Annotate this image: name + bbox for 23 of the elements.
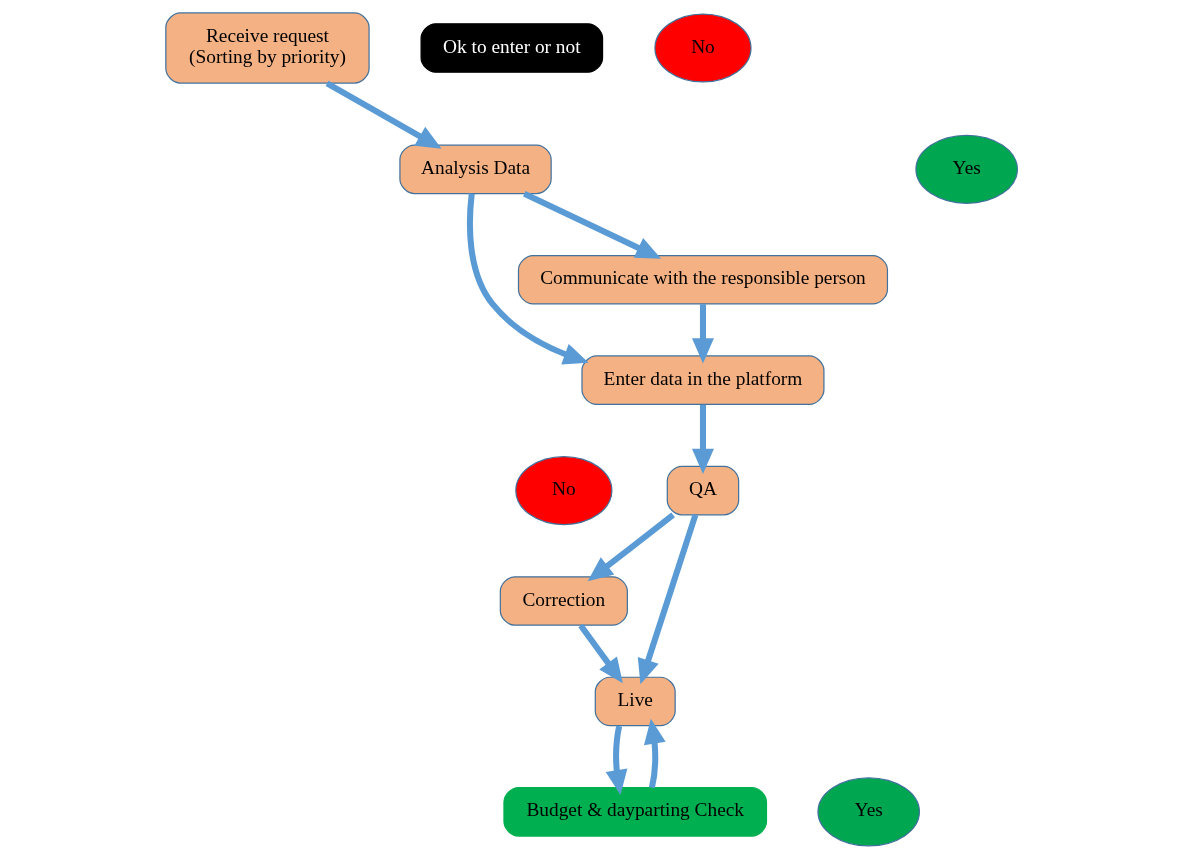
- node-box: Communicate with the responsible person: [517, 254, 888, 305]
- node-box: Receive request (Sorting by priority): [164, 12, 370, 84]
- arrow: [577, 623, 623, 684]
- node-box: Correction: [499, 576, 628, 626]
- arrow: [605, 725, 627, 796]
- arrow: [691, 304, 714, 364]
- node-box: Enter data in the platform: [580, 355, 825, 405]
- node-ellipse: No: [653, 13, 752, 83]
- node-box: QA: [666, 465, 739, 516]
- arrow: [637, 513, 698, 685]
- node-ellipse: Yes: [816, 777, 920, 847]
- node-box: Live: [594, 676, 676, 727]
- arrow: [691, 404, 714, 474]
- node-ellipse: Yes: [914, 134, 1018, 204]
- node-box: Analysis Data: [398, 144, 552, 195]
- node-box: Budget & dayparting Check: [502, 787, 767, 837]
- arrow: [522, 190, 661, 259]
- arrow: [325, 80, 442, 149]
- arrow: [643, 718, 666, 789]
- node-ellipse: No: [514, 456, 612, 526]
- arrow: [466, 193, 589, 365]
- node-box: Ok to enter or not: [420, 23, 603, 73]
- arrow: [587, 512, 675, 582]
